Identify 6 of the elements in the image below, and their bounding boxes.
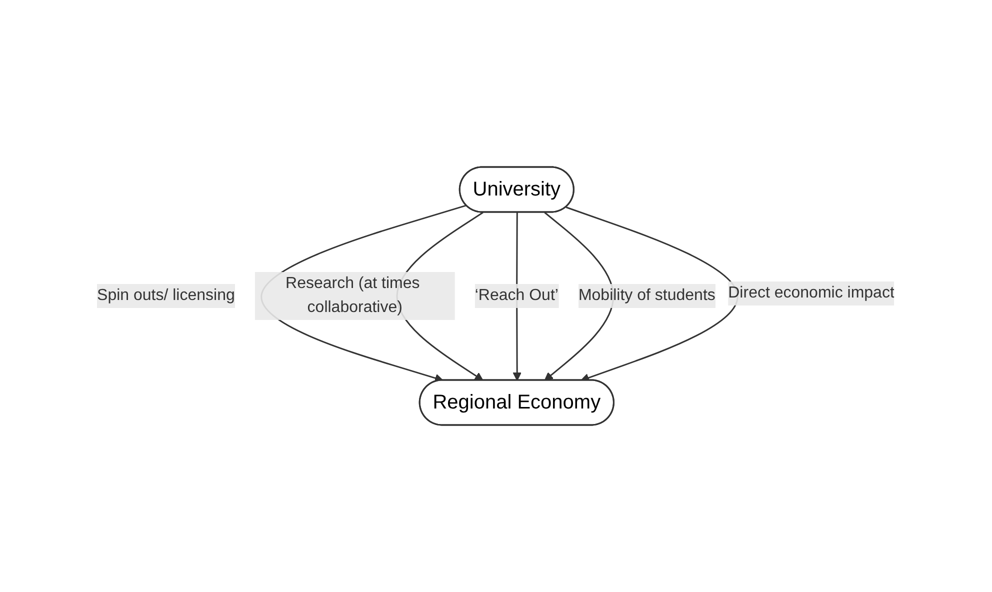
edge-label: Research (at times collaborative) [286, 274, 420, 316]
edge-label: Spin outs/ licensing [97, 286, 236, 304]
arrow [544, 212, 614, 381]
edge-label: Mobility of students [578, 286, 716, 304]
edge-label: ‘Reach Out’ [475, 286, 559, 304]
edge-label: Direct economic impact [728, 284, 895, 302]
